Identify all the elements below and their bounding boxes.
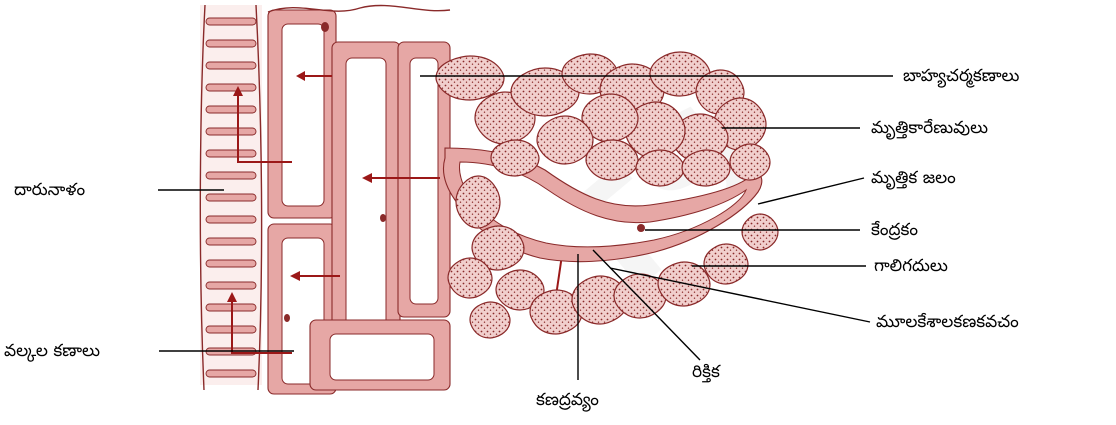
label-soil-water: మృత్తిక జలం	[871, 168, 956, 188]
label-xylem: దారునాళం	[14, 180, 85, 200]
soil-particle	[682, 150, 730, 186]
soil-particle	[658, 262, 710, 306]
xylem-ring	[206, 40, 256, 47]
soil-particle	[730, 144, 770, 180]
label-soil-particles: మృత్తికారేణువులు	[871, 118, 988, 138]
soil-particle	[636, 150, 684, 186]
xylem-ring	[206, 238, 256, 245]
xylem-ring	[206, 150, 256, 157]
xylem-ring	[206, 216, 256, 223]
soil-particle	[742, 214, 778, 250]
soil-particle	[470, 302, 510, 338]
xylem-ring	[206, 106, 256, 113]
label-cortex-cells: వల్కల కణాలు	[4, 341, 100, 361]
xylem-ring	[206, 370, 256, 377]
soil-particle	[436, 56, 504, 100]
xylem-ring	[206, 18, 256, 25]
label-epidermis-cells: బాహ్యచర్మకణాలు	[903, 66, 1019, 86]
label-vacuole: రిక్తిక	[692, 362, 720, 382]
label-cytoplasm: కణద్రవ్యం	[536, 390, 599, 410]
soil-particle	[491, 140, 539, 176]
xylem-ring	[206, 260, 256, 267]
xylem-ring	[206, 128, 256, 135]
xylem-ring	[206, 172, 256, 179]
soil-particle	[704, 244, 748, 284]
soil-particle	[537, 116, 593, 164]
label-air-pockets: గాలిగదులు	[874, 256, 948, 276]
soil-particle	[448, 258, 492, 298]
label-root-hair-wall: మూలకేశాలకణకవచం	[876, 312, 1019, 332]
xylem-ring	[206, 84, 256, 91]
xylem-ring	[206, 194, 256, 201]
soil-particle	[586, 140, 638, 180]
xylem-ring	[206, 282, 256, 289]
cortex-cells-group	[268, 5, 450, 394]
xylem-ring	[206, 62, 256, 69]
label-nucleus: కేంద్రకం	[871, 220, 918, 240]
soil-particle	[456, 176, 500, 228]
